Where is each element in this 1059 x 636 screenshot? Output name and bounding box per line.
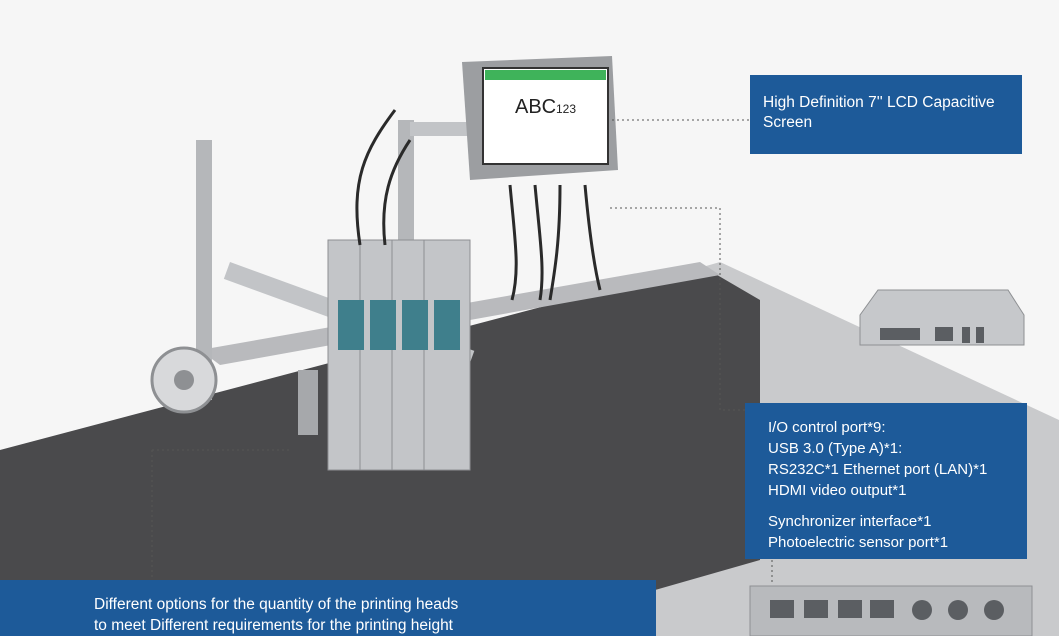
mount-pole-left xyxy=(196,140,212,400)
side-ports-detail xyxy=(859,289,1025,346)
callout-ports-line-2: USB 3.0 (Type A)*1: xyxy=(768,440,903,457)
callout-heads-line-1: Different options for the quantity of th… xyxy=(94,596,459,613)
cables xyxy=(355,109,602,301)
callout-ports-line-1: I/O control port*9: xyxy=(768,419,886,436)
callout-heads-line-2: to meet Different requirements for the p… xyxy=(94,617,453,634)
printing-heads xyxy=(327,239,471,471)
photo-sensor xyxy=(298,370,318,435)
callout-screen: High Definition 7'' LCD Capacitive Scree… xyxy=(750,75,1022,154)
callout-ports: I/O control port*9: USB 3.0 (Type A)*1: … xyxy=(745,403,1027,559)
callout-ports-line-3: RS232C*1 Ethernet port (LAN)*1 xyxy=(768,461,988,478)
callout-heads: Different options for the quantity of th… xyxy=(0,580,656,636)
screen-sample-number: 123 xyxy=(556,102,576,116)
callout-ports-line-4: HDMI video output*1 xyxy=(768,482,907,499)
screen-sample-text: ABC xyxy=(515,96,556,118)
callout-ports-extra-2: Photoelectric sensor port*1 xyxy=(768,534,949,551)
controller-screen-header xyxy=(485,70,606,80)
callout-screen-line-1: High Definition 7'' LCD Capacitive xyxy=(763,94,995,111)
leader-line-heads xyxy=(151,449,290,580)
callout-screen-line-2: Screen xyxy=(763,114,813,131)
controller-screen xyxy=(482,67,609,165)
bottom-ports-detail xyxy=(749,585,1033,636)
leader-line-ports xyxy=(610,207,745,411)
callout-ports-extra-1: Synchronizer interface*1 xyxy=(768,513,932,530)
encoder-hub xyxy=(174,370,194,390)
